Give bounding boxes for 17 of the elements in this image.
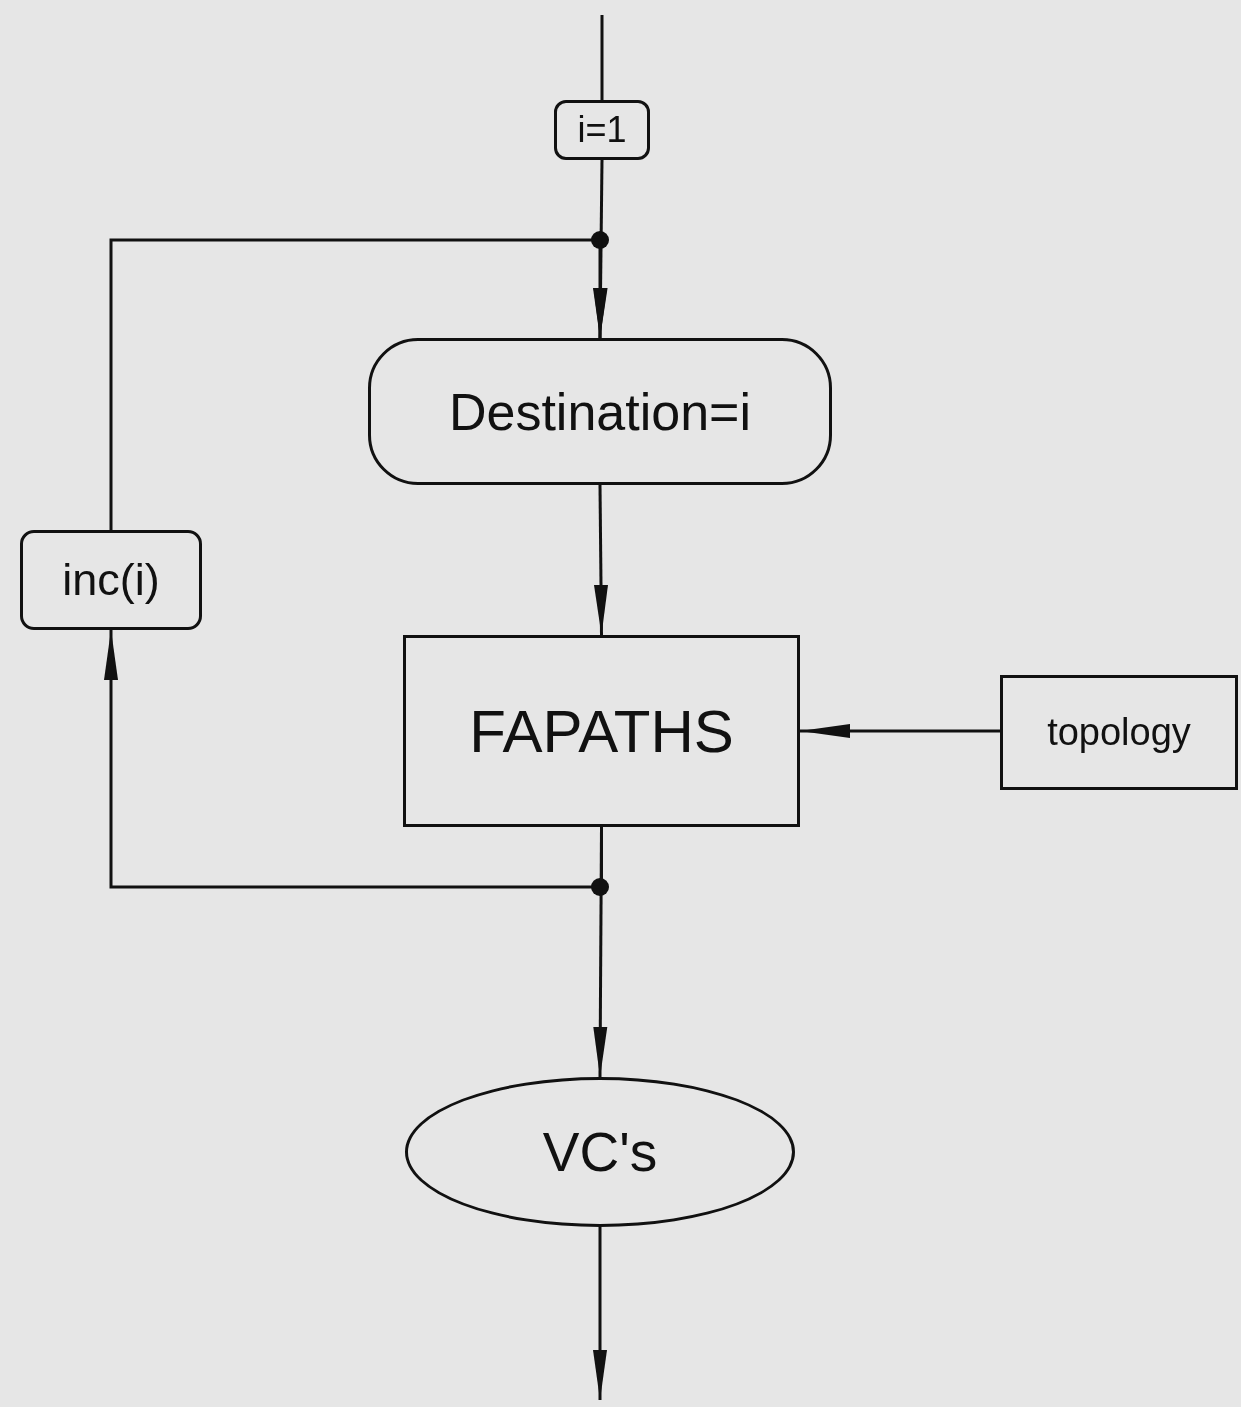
node-label: i=1: [577, 109, 627, 151]
connector-line: [600, 15, 604, 100]
node-label: Destination=i: [448, 381, 752, 442]
arrow: [594, 485, 608, 635]
input-box: [1000, 675, 1238, 790]
node-label: topology: [1047, 711, 1191, 754]
arrow: [593, 1227, 607, 1400]
start-box: [554, 100, 650, 160]
arrow: [800, 724, 1000, 738]
process-box: [20, 530, 202, 630]
process-box: [403, 635, 800, 827]
process-box: [368, 338, 832, 485]
arrow: [109, 238, 607, 530]
node-label: FAPATHS: [469, 696, 734, 766]
node-label: inc(i): [62, 554, 160, 606]
arrow: [104, 630, 603, 889]
node-label: VC's: [542, 1120, 658, 1184]
